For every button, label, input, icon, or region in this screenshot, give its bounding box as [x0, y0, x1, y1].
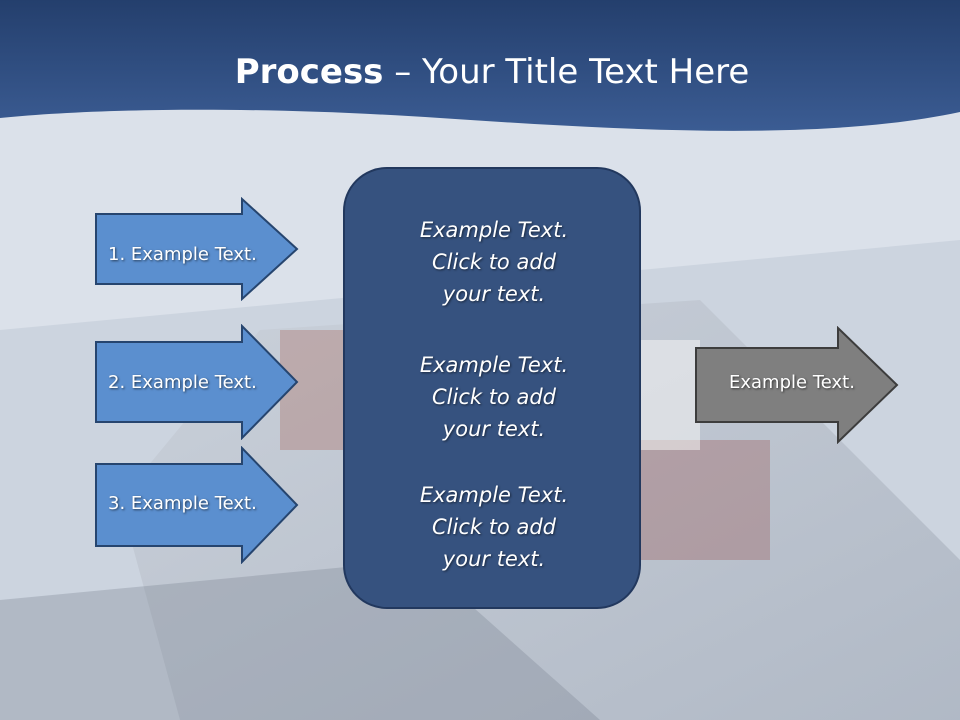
slide-title[interactable]: Process – Your Title Text Here	[0, 52, 960, 92]
left-arrow-3[interactable]	[94, 446, 300, 564]
center-block-3[interactable]: Example Text. Click to add your text.	[345, 479, 643, 575]
arrow-shape	[695, 326, 899, 444]
ship-bridge	[640, 340, 700, 450]
center-block-line: Click to add	[431, 385, 556, 409]
center-block-1[interactable]: Example Text. Click to add your text.	[345, 214, 643, 310]
title-bold: Process	[234, 52, 384, 92]
center-block-line: Example Text.	[419, 353, 569, 377]
center-block-line: your text.	[442, 282, 546, 306]
center-block-line: Example Text.	[419, 483, 569, 507]
right-arrow-label: Example Text.	[729, 372, 855, 393]
arrow-shape	[95, 446, 299, 564]
center-block-line: Click to add	[431, 515, 556, 539]
left-arrow-2-label: 2. Example Text.	[108, 372, 257, 393]
center-block-line: Example Text.	[419, 218, 569, 242]
container-stack	[640, 440, 770, 560]
center-text-box[interactable]: Example Text. Click to add your text. Ex…	[343, 167, 641, 609]
right-arrow[interactable]	[694, 326, 900, 444]
left-arrow-2[interactable]	[94, 324, 300, 440]
left-arrow-1-label: 1. Example Text.	[108, 244, 257, 265]
arrow-shape	[95, 197, 299, 301]
center-block-line: Click to add	[431, 250, 556, 274]
center-block-line: your text.	[442, 547, 546, 571]
left-arrow-3-label: 3. Example Text.	[108, 493, 257, 514]
title-rest: – Your Title Text Here	[383, 52, 750, 92]
center-block-2[interactable]: Example Text. Click to add your text.	[345, 349, 643, 445]
left-arrow-1[interactable]	[94, 197, 300, 301]
arrow-shape	[95, 324, 299, 440]
center-block-line: your text.	[442, 417, 546, 441]
header-band	[0, 0, 960, 131]
